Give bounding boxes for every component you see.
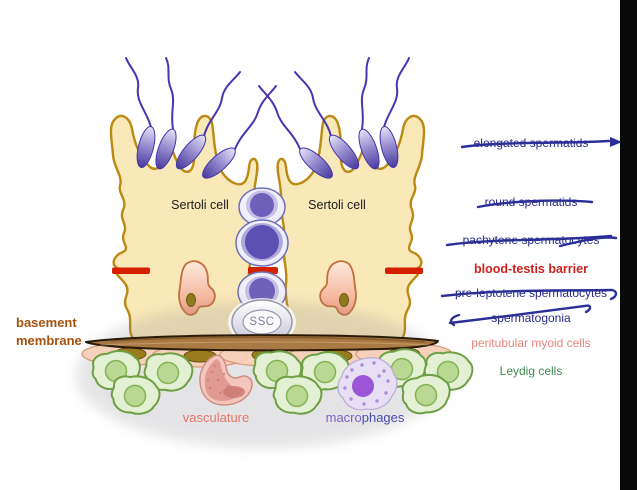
sertoli-cell-label-left: Sertoli cell [171, 198, 229, 212]
basement-membrane-label: basement membrane [16, 315, 82, 348]
macrophages-label-part2: phages [361, 410, 405, 425]
label-pre-leptotene-spermatocytes: pre-leptotene spermatocytes [454, 286, 608, 300]
germ-cell-column [235, 187, 289, 313]
macrophage-nucleus [352, 375, 374, 397]
macrophage-shape [337, 357, 398, 411]
ssc-cell [228, 298, 296, 346]
vasculature-shape [199, 354, 253, 406]
ssc-label: SSC [249, 316, 275, 328]
label-pachytene-spermatocytes: pachytene spermatocytes [462, 233, 600, 247]
label-leydig-cells: Leydig cells [499, 364, 563, 378]
label-round-spermatids: round spermatids [484, 195, 578, 209]
macrophages-label: macrophages [304, 410, 426, 426]
label-blood-testis-barrier: blood-testis barrier [474, 262, 588, 276]
label-peritubular-myoid-cells: peritubular myoid cells [471, 336, 591, 350]
leydig-cells [89, 346, 475, 418]
sertoli-cell-label-right: Sertoli cell [308, 198, 366, 212]
pachytene-spermatocyte-cell [235, 219, 289, 267]
label-spermatogonia: spermatogonia [491, 311, 571, 325]
vasculature-label: vasculature [182, 410, 250, 425]
label-elongated-spermatids: elongated spermatids [473, 136, 589, 150]
macrophages-label-part1: macro [325, 410, 362, 425]
right-black-bar [620, 0, 637, 490]
round-spermatid-cell [238, 187, 286, 227]
basement-membrane-shape [85, 334, 439, 352]
